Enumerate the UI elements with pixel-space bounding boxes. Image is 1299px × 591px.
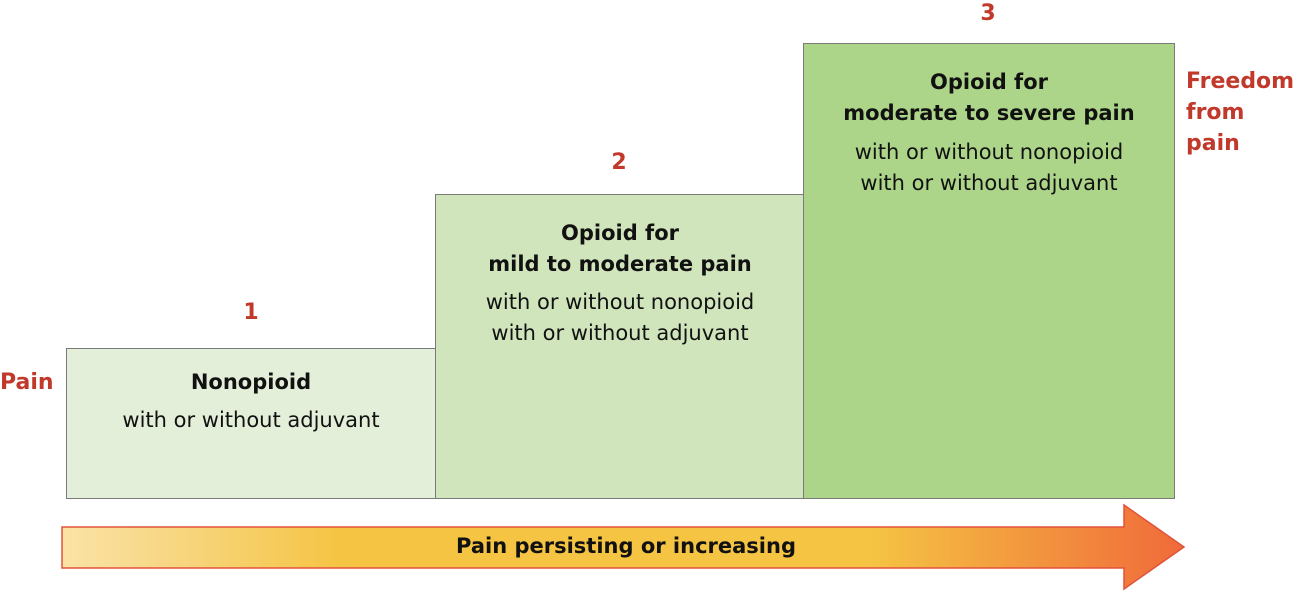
step-3-title-line-1: Opioid for [930,70,1048,94]
step-3-subtitle-line-2: with or without adjuvant [860,171,1118,195]
step-3-title-line-2: moderate to severe pain [843,101,1135,125]
freedom-from-pain-label: Freedom from pain [1186,66,1299,159]
step-2-title-line-2: mild to moderate pain [488,252,752,276]
arrow-label: Pain persisting or increasing [456,534,796,558]
step-2-box: Opioid for mild to moderate pain with or… [435,194,805,499]
step-2-number: 2 [611,150,627,175]
freedom-label-line-1: Freedom [1186,69,1295,94]
freedom-label-line-2: from pain [1186,100,1245,156]
step-1-title: Nonopioid [190,370,312,394]
step-2-subtitle-line-2: with or without adjuvant [491,321,749,345]
arrow-shape [61,503,1186,591]
step-1-box: Nonopioid with or without adjuvant [66,348,436,499]
step-3-box: Opioid for moderate to severe pain with … [803,43,1175,499]
step-3-subtitle-line-1: with or without nonopioid [854,140,1124,164]
step-2-subtitle-line-1: with or without nonopioid [485,290,755,314]
step-1-number: 1 [243,300,259,325]
pain-progression-arrow [61,503,1186,591]
step-2-title-line-1: Opioid for [561,221,679,245]
pain-label: Pain [0,367,54,398]
pain-label-text: Pain [0,370,54,395]
step-3-number: 3 [980,1,996,26]
step-1-subtitle: with or without adjuvant [122,408,380,432]
